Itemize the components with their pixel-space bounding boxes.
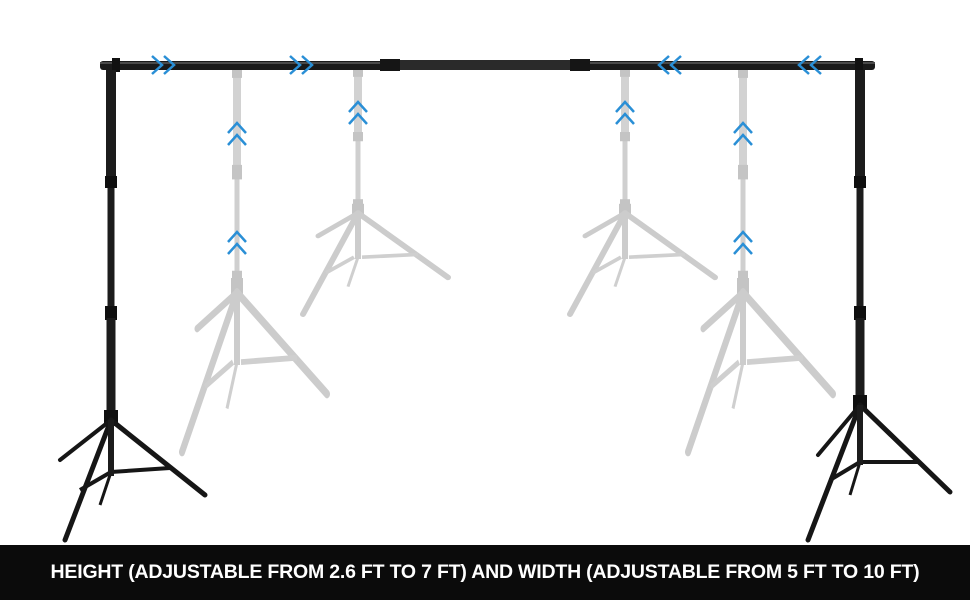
caption-text: HEIGHT (ADJUSTABLE FROM 2.6 FT TO 7 FT) … xyxy=(50,561,920,583)
ghost-stand-1 xyxy=(182,66,327,452)
caption-bar: HEIGHT (ADJUSTABLE FROM 2.6 FT TO 7 FT) … xyxy=(0,545,970,600)
backdrop-stand-illustration xyxy=(58,54,953,543)
left-stand xyxy=(58,70,208,543)
crossbar xyxy=(100,58,875,72)
ghost-stand-2 xyxy=(303,69,448,314)
ghost-stand-4 xyxy=(688,66,833,452)
right-stand xyxy=(805,70,953,543)
ghost-stand-3 xyxy=(570,69,715,314)
